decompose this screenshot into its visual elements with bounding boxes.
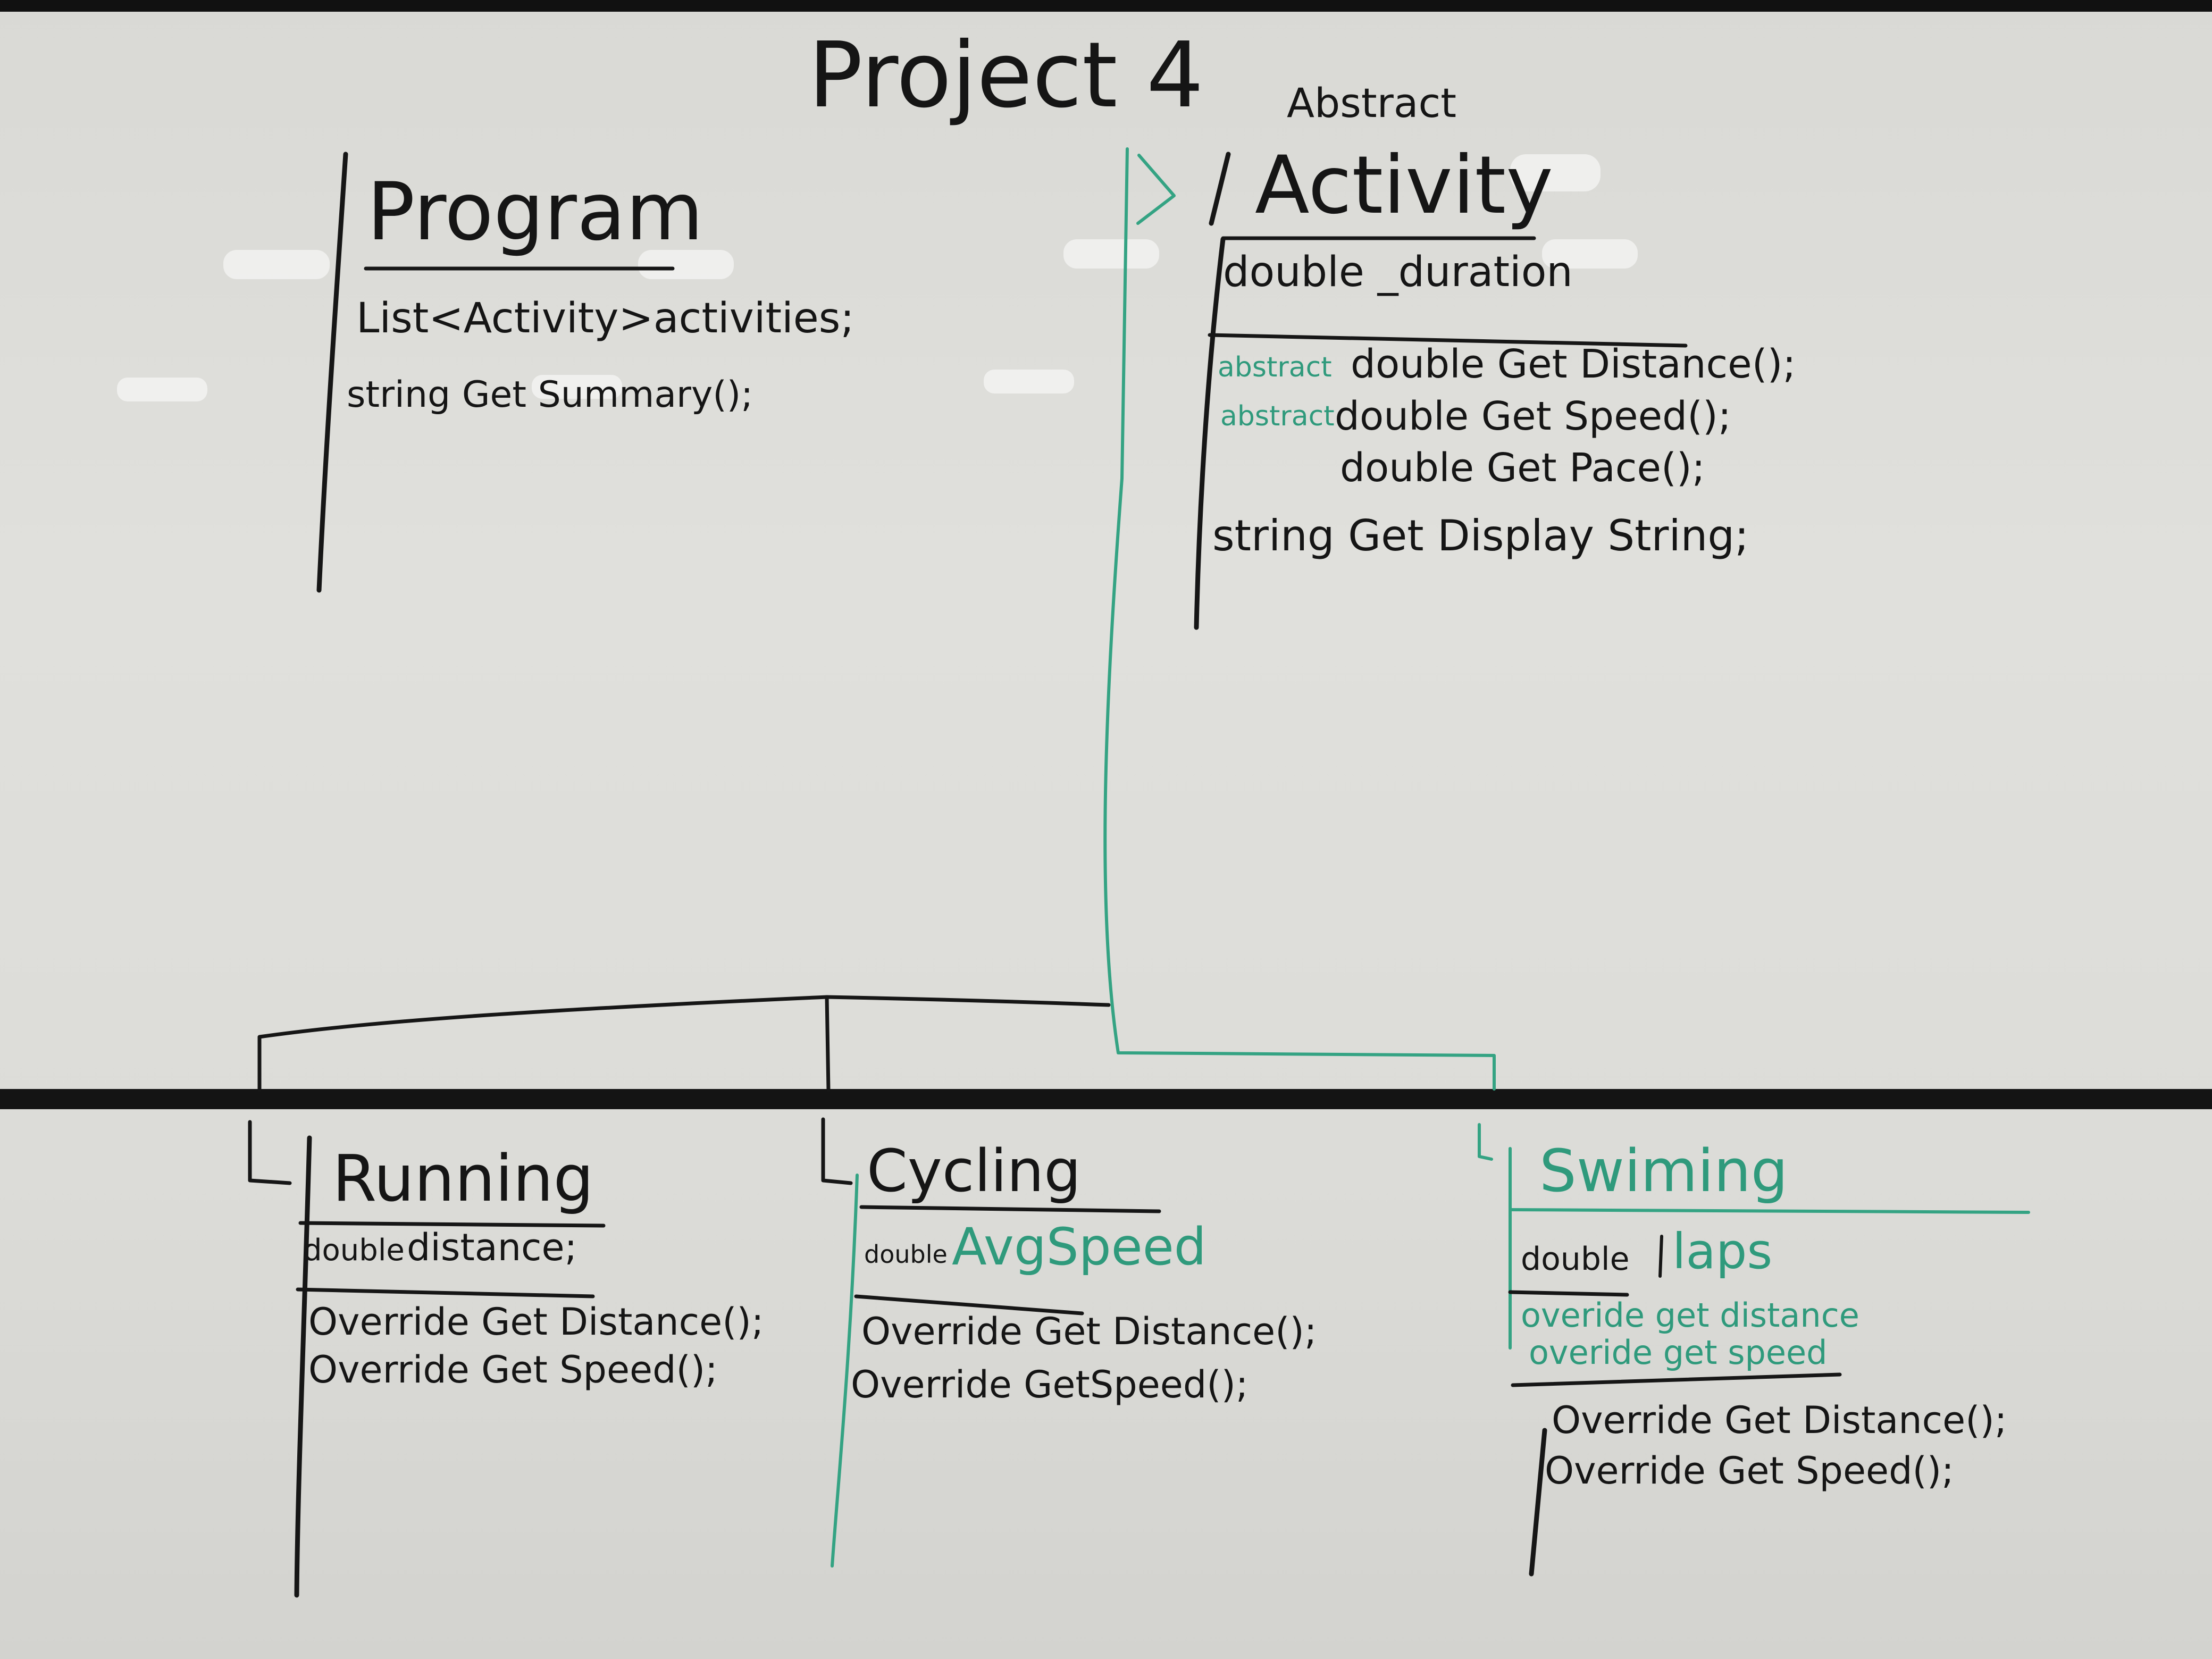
diagram-title: Project 4 [808, 23, 1204, 128]
ceiling-light-reflections [117, 154, 1638, 401]
activity-method-distance: double Get Distance(); [1351, 341, 1796, 387]
class-activity-name: Activity [1255, 139, 1553, 232]
class-swimming-field-name: laps [1672, 1223, 1772, 1280]
class-program-field: List<Activity>activities; [356, 295, 854, 342]
class-cycling-field-name: AvgSpeed [952, 1217, 1206, 1277]
class-swimming-method-2: Override Get Speed(); [1545, 1449, 1954, 1493]
class-running-method-1: Override Get Distance(); [308, 1300, 764, 1344]
class-swimming: Swiming double laps overide get distance… [1478, 1123, 2030, 1577]
class-swimming-method-1: Override Get Distance(); [1552, 1398, 2007, 1442]
class-cycling: Cycling double AvgSpeed Override Get Dis… [821, 1117, 1317, 1568]
class-running-name: Running [332, 1142, 594, 1216]
class-swimming-field-type: double [1521, 1241, 1630, 1278]
class-cycling-method-1: Override Get Distance(); [861, 1310, 1317, 1353]
class-activity-stereotype: Abstract [1287, 79, 1456, 127]
top-frame [0, 0, 2212, 12]
activity-method-display: string Get Display String; [1212, 511, 1749, 560]
class-cycling-method-2: Override GetSpeed(); [851, 1363, 1249, 1406]
activity-method-speed: double Get Speed(); [1335, 393, 1731, 439]
middle-frame-rail [0, 1089, 2212, 1109]
class-running-field-type: double [303, 1233, 405, 1268]
class-cycling-field-type: double [864, 1240, 948, 1269]
class-swimming-name: Swiming [1539, 1137, 1788, 1205]
class-running: Running double distance; Override Get Di… [248, 1120, 764, 1598]
class-program: Program List<Activity>activities; string… [316, 152, 854, 593]
class-program-method: string Get Summary(); [347, 374, 753, 416]
class-running-method-2: Override Get Speed(); [308, 1348, 718, 1392]
class-program-name: Program [367, 166, 703, 258]
class-swimming-note-2: overide get speed [1529, 1333, 1828, 1372]
class-activity: Abstract Activity double _duration abstr… [1194, 79, 1796, 630]
class-cycling-name: Cycling [867, 1137, 1081, 1205]
class-activity-field: double _duration [1223, 248, 1573, 296]
inheritance-connector-black [257, 995, 1111, 1092]
activity-method-pace: double Get Pace(); [1340, 445, 1705, 491]
activity-method-modifier-1: abstract [1218, 351, 1332, 383]
class-swimming-note-1: overide get distance [1521, 1296, 1859, 1335]
inheritance-connector-green [1103, 147, 1496, 1091]
activity-method-modifier-2: abstract [1220, 400, 1335, 432]
class-running-field-name: distance; [407, 1226, 577, 1269]
